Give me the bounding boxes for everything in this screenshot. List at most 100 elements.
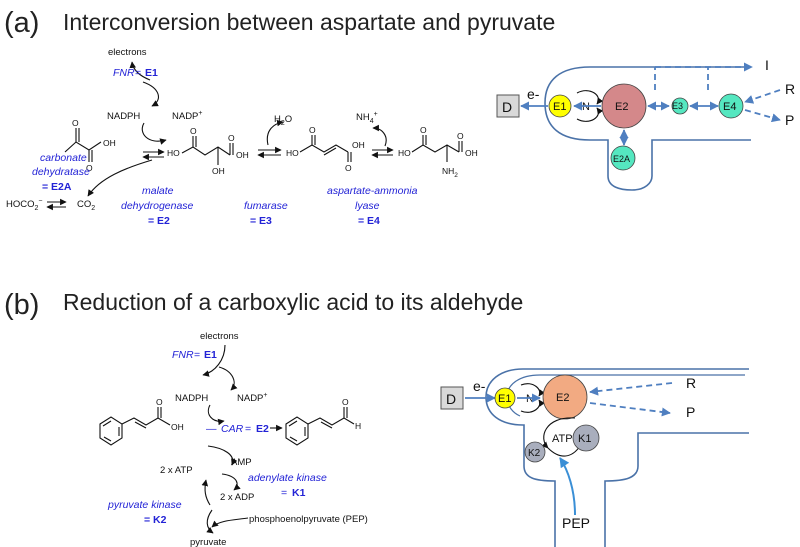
car-dash: —: [206, 423, 217, 435]
fnr-eq-b: =: [194, 349, 200, 361]
ak-eq: =: [281, 487, 287, 499]
nh4-arrow: [372, 124, 387, 147]
label-r-a: R: [785, 81, 795, 97]
ak-id: K1: [292, 487, 306, 499]
membrane-b-outer: [485, 368, 749, 547]
flow-e2-to-p: [589, 402, 671, 417]
electron-label-b: e-: [473, 378, 486, 394]
adp-arrow: [221, 473, 241, 491]
panel-a-scheme: electrons FNR = E1 NADPH NADP+ O O OH: [6, 47, 478, 227]
node-e2-a: [601, 83, 647, 129]
cal-o: O: [342, 397, 349, 407]
ak-line1: adenylate kinase: [248, 472, 327, 484]
atp2-label: 2 x ATP: [160, 465, 193, 476]
fum-o1: O: [309, 125, 316, 135]
hco3-label: HOCO2−: [6, 198, 43, 212]
node-n-b-label: N: [526, 393, 534, 405]
mal-ho: HO: [167, 148, 180, 158]
label-p-b: P: [686, 404, 695, 420]
pyruvate-label: pyruvate: [190, 537, 226, 547]
cycle-arrow-top: [142, 81, 160, 107]
electron-arrow-b: [202, 344, 226, 377]
node-k1-label: K1: [578, 433, 591, 445]
aal-line2: lyase: [355, 200, 380, 212]
node-e4-a: [718, 93, 744, 119]
atp-regen-arrow: [201, 479, 211, 506]
pyr-o1: O: [72, 118, 79, 128]
n-cycle-bottom-a: [576, 107, 604, 122]
pep-full-label: phosphoenolpyruvate (PEP): [249, 514, 368, 525]
cycle-arrow-bottom-b: [207, 404, 225, 426]
label-pep: PEP: [562, 515, 590, 531]
amp-arrow: [207, 445, 238, 466]
panel-b-network: D e- E1 N E2 R P ATP K1 K2 PEP: [440, 368, 749, 547]
node-k1: [572, 424, 600, 452]
pyruvate-structure: O O OH: [64, 118, 116, 173]
mal-o1: O: [190, 126, 197, 136]
pep-arrow: [211, 517, 249, 528]
panel-b: (b) Reduction of a carboxylic acid to it…: [4, 289, 749, 547]
panel-a-network: D e- E1 N E2 E3 E4 E2A I R: [496, 57, 795, 191]
node-n-a-label: N: [582, 101, 590, 113]
membrane-a: [544, 66, 751, 191]
n-cycle-top-a: [576, 90, 604, 105]
asp-ho: HO: [398, 148, 411, 158]
cd-line2: dehydratase: [32, 166, 90, 178]
pyruvate-arrow: [206, 509, 214, 534]
co2-arrow: [87, 159, 153, 197]
fnr-name: FNR: [113, 67, 135, 79]
node-e2-b-label: E2: [556, 392, 569, 404]
node-e3-a-label: E3: [672, 101, 683, 111]
malate-structure: HO O O OH OH: [167, 126, 249, 176]
panel-b-letter: (b): [4, 289, 39, 321]
aspartate-structure: HO O O OH NH2: [398, 125, 478, 179]
node-e2a-label: E2A: [613, 154, 630, 164]
fum-line1: fumarase: [244, 200, 288, 212]
node-e2-b: [542, 374, 588, 420]
cin-oh: OH: [171, 422, 184, 432]
md-line2: dehydrogenase: [121, 200, 194, 212]
fnr-name-b: FNR: [172, 349, 194, 361]
flow-r-to-e4: [744, 89, 781, 104]
label-i: I: [765, 57, 769, 73]
fum-id: = E3: [250, 215, 272, 227]
asp-o2: O: [457, 131, 464, 141]
fum-o2: O: [345, 163, 352, 173]
flow-r-to-e2: [589, 382, 673, 396]
label-p-a: P: [785, 112, 794, 128]
amp-label: AMP: [231, 457, 252, 468]
aal-line1: aspartate-ammonia: [327, 185, 418, 197]
car-eq: =: [245, 423, 251, 435]
node-e1-a-label: E1: [553, 101, 566, 113]
panel-b-scheme: electrons FNR = E1 NADPH NADP+ O OH — CA…: [99, 331, 368, 547]
cd-line1: carbonate: [40, 152, 87, 164]
node-e2a: [610, 145, 636, 171]
aal-id: = E4: [358, 215, 380, 227]
mal-o2: O: [228, 133, 235, 143]
cd-id: = E2A: [42, 181, 72, 193]
asp-oh: OH: [465, 148, 478, 158]
electrons-label: electrons: [108, 47, 147, 58]
nadph-label-b: NADPH: [175, 393, 208, 404]
cin-o: O: [156, 397, 163, 407]
nadp-label: NADP+: [172, 110, 203, 122]
fnr-eq: =: [135, 67, 141, 79]
atp-label: ATP: [552, 433, 573, 445]
donor-box-b: [440, 386, 464, 410]
h2o-arrow: [266, 119, 284, 146]
fnr-id-b: E1: [204, 349, 217, 361]
membrane-b-outer-right: [604, 432, 749, 547]
electron-arrow: [129, 61, 151, 81]
label-r-b: R: [686, 375, 696, 391]
car-name: CAR: [221, 423, 244, 435]
cal-h: H: [355, 421, 361, 431]
donor-label-b: D: [446, 391, 456, 407]
cycle-arrow-bottom: [141, 122, 167, 145]
adp2-label: 2 x ADP: [220, 492, 254, 503]
panel-b-title: Reduction of a carboxylic acid to its al…: [63, 289, 523, 315]
electron-label-a: e-: [527, 86, 540, 102]
nadp-label-b: NADP+: [237, 392, 268, 404]
atp-cycle-arrow: [541, 417, 576, 449]
fnr-id: E1: [145, 67, 158, 79]
asp-nh2: NH2: [442, 166, 458, 179]
